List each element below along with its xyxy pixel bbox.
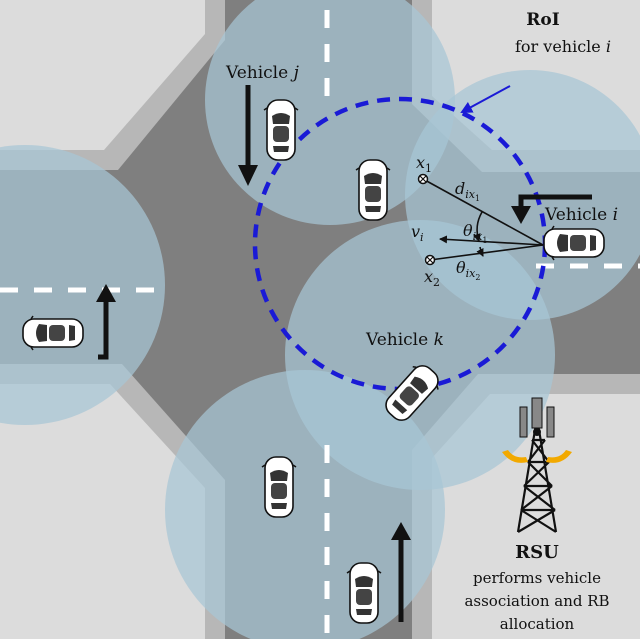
vehicle-j-car <box>263 99 299 161</box>
point-x2-marker <box>424 254 436 266</box>
theta-1-label: θix1 <box>463 221 487 245</box>
theta-2-label: θix2 <box>456 258 480 282</box>
rsu-tower-icon <box>516 397 558 533</box>
lane-markings <box>0 10 640 639</box>
vehicle-left-car <box>22 315 84 351</box>
x2-label: x2 <box>424 267 440 289</box>
x1-label: x1 <box>416 153 432 175</box>
rsu-signal-icon <box>502 450 572 463</box>
geometry-lines <box>422 178 544 261</box>
block-bottom-left <box>0 364 225 639</box>
vehicle-i-car <box>543 225 605 261</box>
vehicle-i-label: Vehicle i <box>544 205 618 225</box>
vehicle-k-label: Vehicle k <box>365 330 444 350</box>
rsu-desc-line2: association and RB <box>464 592 609 610</box>
block-top-left <box>0 0 225 170</box>
rsu-desc-line3: allocation <box>500 615 575 633</box>
vehicle-j-label: Vehicle j <box>225 63 300 83</box>
direction-arrows <box>96 85 592 622</box>
roi-pointer-arrow <box>460 85 511 113</box>
rsu-title: RSU <box>515 542 559 563</box>
roi-title: RoI <box>526 10 559 30</box>
vehicle-bottom-car <box>261 456 297 518</box>
roi-subtitle: for vehicle i <box>515 37 611 56</box>
distance-label: dix1 <box>455 179 480 203</box>
rsu-desc-line1: performs vehicle <box>473 569 601 587</box>
vehicle-center-car <box>355 159 391 221</box>
vehicle-bottom-right-car <box>346 562 382 624</box>
point-x1-marker <box>417 173 429 185</box>
velocity-label: vi <box>411 222 424 244</box>
